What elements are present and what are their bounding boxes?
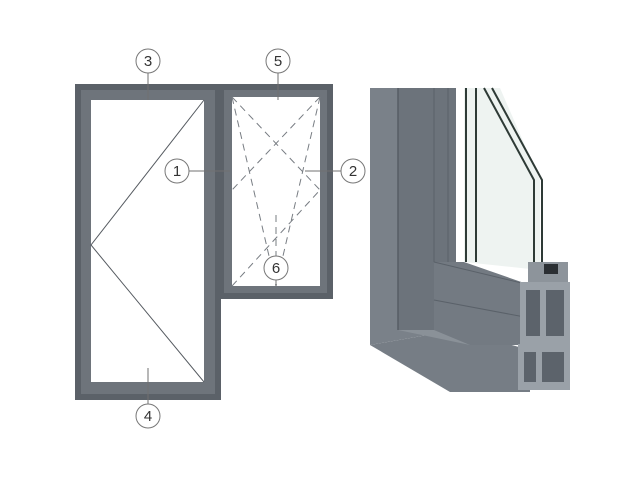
svg-text:5: 5 [274, 53, 282, 70]
svg-text:3: 3 [144, 53, 152, 70]
callout-2: 2 [340, 158, 366, 184]
callout-1: 1 [164, 158, 190, 184]
profile-chamber-2 [546, 290, 564, 336]
profile-chamber-3 [524, 352, 536, 382]
profile-chamber-4 [542, 352, 564, 382]
callout-6: 6 [263, 255, 289, 281]
svg-text:2: 2 [349, 163, 357, 180]
svg-text:1: 1 [173, 163, 181, 180]
gasket [544, 264, 558, 274]
svg-text:4: 4 [144, 408, 152, 425]
callout-4: 4 [135, 403, 161, 429]
door-opening-lines [90, 99, 205, 383]
svg-text:6: 6 [272, 260, 280, 277]
window-opening-lines [231, 96, 321, 287]
frame-horizontal-face [370, 330, 530, 392]
callout-5: 5 [265, 48, 291, 74]
glass-face-edge-1 [483, 87, 535, 268]
profile-chamber-1 [526, 290, 540, 336]
frame-sill [434, 262, 530, 345]
callout-3: 3 [135, 48, 161, 74]
window-elevation-drawing: 1 2 3 4 5 6 [75, 48, 366, 429]
aluminium-frame-corner-section [370, 87, 570, 392]
door-pane [91, 100, 204, 382]
glass-pane [464, 88, 540, 270]
glass-face-edge-2 [491, 87, 543, 270]
